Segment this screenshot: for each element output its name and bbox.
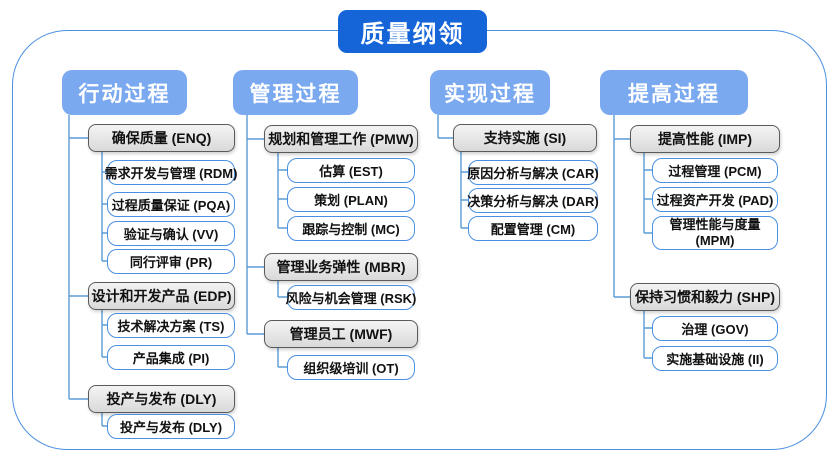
group-edp: 设计和开发产品 (EDP) xyxy=(88,282,235,310)
node-plan: 策划 (PLAN) xyxy=(287,187,415,212)
node-mpm: 管理性能与度量 (MPM) xyxy=(652,216,778,250)
group-shp: 保持习惯和毅力 (SHP) xyxy=(630,283,780,311)
group-mbr: 管理业务弹性 (MBR) xyxy=(264,253,418,281)
diagram-title: 质量纲领 xyxy=(338,10,487,53)
column-header-management-process: 管理过程 xyxy=(233,70,358,115)
group-mwf: 管理员工 (MWF) xyxy=(264,320,418,348)
node-dly: 投产与发布 (DLY) xyxy=(107,414,235,439)
node-est: 估算 (EST) xyxy=(287,158,415,183)
column-header-implementation-process: 实现过程 xyxy=(430,70,550,115)
node-ts: 技术解决方案 (TS) xyxy=(107,313,235,338)
node-gov: 治理 (GOV) xyxy=(652,316,778,341)
node-pr: 同行评审 (PR) xyxy=(107,249,235,274)
node-ot: 组织级培训 (OT) xyxy=(287,355,415,380)
node-pi: 产品集成 (PI) xyxy=(107,345,235,370)
node-rsk: 风险与机会管理 (RSK) xyxy=(286,285,416,310)
node-car: 原因分析与解决 (CAR) xyxy=(467,160,599,185)
column-header-improvement-process: 提高过程 xyxy=(600,70,748,115)
node-vv: 验证与确认 (VV) xyxy=(107,221,235,246)
group-imp: 提高性能 (IMP) xyxy=(630,125,780,153)
group-dly: 投产与发布 (DLY) xyxy=(88,385,235,413)
node-rdm: 需求开发与管理 (RDM) xyxy=(105,160,237,185)
column-header-action-process: 行动过程 xyxy=(62,70,187,115)
group-enq: 确保质量 (ENQ) xyxy=(88,124,235,152)
node-pqa: 过程质量保证 (PQA) xyxy=(107,192,235,217)
group-si: 支持实施 (SI) xyxy=(453,124,597,152)
node-pad: 过程资产开发 (PAD) xyxy=(652,187,778,212)
group-pmw: 规划和管理工作 (PMW) xyxy=(264,125,418,153)
node-mc: 跟踪与控制 (MC) xyxy=(287,216,415,241)
node-ii: 实施基础设施 (II) xyxy=(652,346,778,371)
node-dar: 决策分析与解决 (DAR) xyxy=(467,188,599,213)
node-pcm: 过程管理 (PCM) xyxy=(652,158,778,183)
node-cm: 配置管理 (CM) xyxy=(468,216,598,241)
